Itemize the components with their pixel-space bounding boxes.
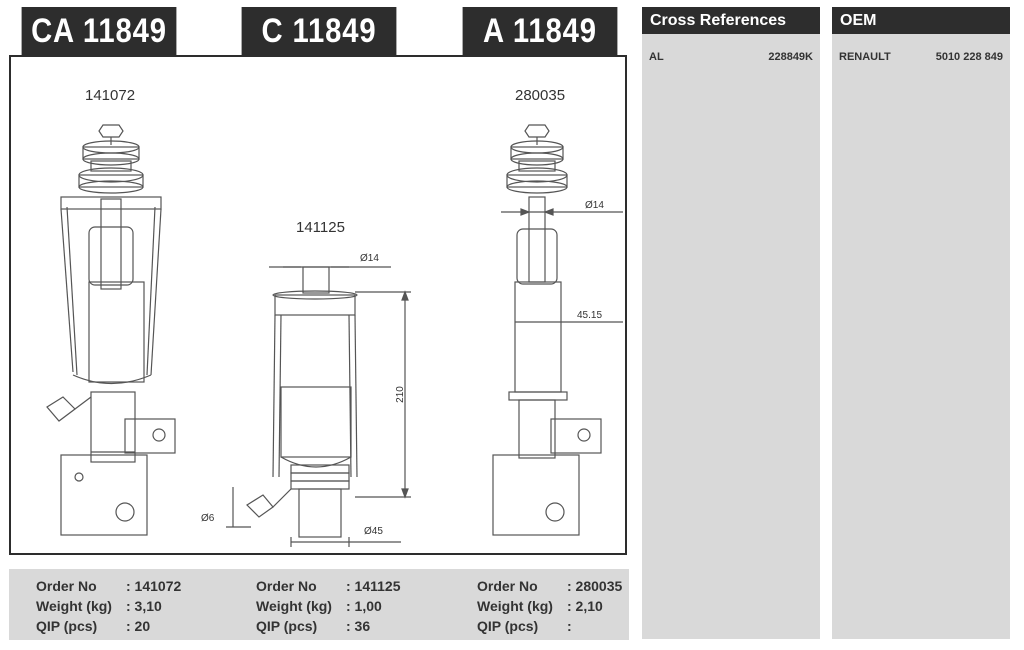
order-info-column-3: Order No : 280035 Weight (kg) : 2,10 QIP (… bbox=[477, 576, 622, 636]
part-number-left: 141072 bbox=[85, 87, 136, 104]
drawing-right-shock bbox=[492, 124, 623, 536]
qip-value: : bbox=[567, 618, 572, 634]
tab-ca-11849[interactable]: CA 11849 bbox=[21, 7, 177, 55]
order-info-bar: Order No : 141072 Weight (kg) : 3,10 QIP (… bbox=[9, 569, 629, 640]
cross-ref-code: 228849K bbox=[768, 51, 813, 63]
dim-right-rod: Ø14 bbox=[585, 200, 604, 211]
qip-value: : 36 bbox=[346, 618, 371, 634]
weight-label: Weight (kg) bbox=[256, 598, 332, 614]
order-info-column-1: Order No : 141072 Weight (kg) : 3,10 QIP (… bbox=[36, 576, 181, 636]
cross-references-panel: Cross References AL 228849K bbox=[642, 7, 820, 639]
order-info-column-2: Order No : 141125 Weight (kg) : 1,00 QIP (… bbox=[256, 576, 401, 636]
qip-label: QIP (pcs) bbox=[36, 618, 98, 634]
technical-drawing bbox=[46, 124, 623, 547]
order-no-value: : 141072 bbox=[126, 578, 182, 594]
oem-brand: RENAULT bbox=[839, 51, 891, 63]
oem-panel: OEM RENAULT 5010 228 849 bbox=[832, 7, 1010, 639]
part-number-right: 280035 bbox=[515, 87, 566, 104]
drawing-area: 141072 141125 280035 Ø14 210 Ø6 Ø45 Ø14 … bbox=[9, 55, 627, 555]
weight-value: : 3,10 bbox=[126, 598, 162, 614]
drawing-middle-air-spring bbox=[226, 266, 411, 547]
weight-value: : 1,00 bbox=[346, 598, 382, 614]
cross-references-title: Cross References bbox=[642, 7, 820, 34]
dim-middle-height: 210 bbox=[394, 386, 406, 403]
cross-ref-brand: AL bbox=[649, 51, 664, 63]
dim-middle-base: Ø45 bbox=[364, 526, 383, 537]
order-no-value: : 280035 bbox=[567, 578, 623, 594]
order-no-label: Order No bbox=[477, 578, 538, 594]
tab-a-11849[interactable]: A 11849 bbox=[462, 7, 618, 55]
dim-middle-rod: Ø14 bbox=[360, 253, 379, 264]
part-number-middle: 141125 bbox=[296, 219, 345, 236]
qip-label: QIP (pcs) bbox=[256, 618, 318, 634]
order-no-label: Order No bbox=[36, 578, 97, 594]
drawing-left-strut bbox=[46, 124, 176, 536]
order-no-value: : 141125 bbox=[346, 578, 401, 594]
weight-label: Weight (kg) bbox=[36, 598, 112, 614]
qip-label: QIP (pcs) bbox=[477, 618, 539, 634]
oem-code: 5010 228 849 bbox=[935, 51, 1003, 63]
tab-c-11849[interactable]: C 11849 bbox=[241, 7, 397, 55]
order-no-label: Order No bbox=[256, 578, 317, 594]
dim-right-body: 45.15 bbox=[577, 310, 603, 321]
weight-label: Weight (kg) bbox=[477, 598, 553, 614]
dim-middle-small: Ø6 bbox=[201, 513, 215, 524]
weight-value: : 2,10 bbox=[567, 598, 603, 614]
qip-value: : 20 bbox=[126, 618, 151, 634]
oem-title: OEM bbox=[832, 7, 1010, 34]
